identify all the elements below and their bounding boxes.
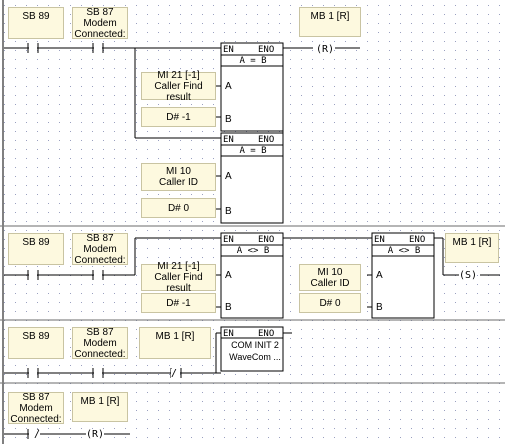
contact-sb89[interactable]: SB 89 [8,7,64,39]
operand-constant-minus1[interactable]: D# -1 [141,293,216,313]
contact-sb87-modem-connected[interactable]: SB 87 Modem Connected: [72,6,128,40]
fb-eno-label: ENO [258,329,275,339]
contact-label: MB 1 [R] [155,331,195,342]
operand-label: MI 21 [-1] [157,261,200,272]
compare-block-not-equal[interactable] [371,232,435,319]
operand-constant-minus1[interactable]: D# -1 [141,107,216,127]
contact-label: Connected: [74,254,126,266]
contact-sb89[interactable]: SB 89 [8,233,64,265]
compare-block-equal[interactable] [220,42,284,132]
fb-en-label: EN [223,235,234,245]
nc-contact-slash-icon: / [34,429,41,440]
fb-pin-a: A [225,81,232,92]
fb-pin-b: B [225,302,232,313]
operand-label: D# -1 [166,111,191,123]
contact-sb89[interactable]: SB 89 [8,327,64,359]
contact-label: Connected: [74,348,126,360]
fb-pin-a: A [376,270,383,281]
operand-label: Caller ID [159,177,198,188]
contact-label: Connected: [74,28,126,40]
fb-eno-label: ENO [409,235,426,245]
fb-en-label: EN [223,329,234,339]
contact-mb1[interactable]: MB 1 [R] [139,327,211,359]
coil-mb1[interactable]: MB 1 [R] [299,7,361,37]
operand-label: Caller Find result [154,272,203,294]
fb-operator: A = B [239,146,267,156]
contact-label: SB 89 [22,11,50,22]
coil-label: MB 1 [R] [452,237,492,248]
contact-label: SB 87 [22,391,50,403]
coil-mb1[interactable]: MB 1 [R] [445,233,499,263]
set-coil-symbol[interactable]: (S) [459,270,478,281]
fb-pin-a: A [225,270,232,281]
fb-en-label: EN [223,45,234,55]
reset-coil-symbol[interactable]: (R) [316,44,335,55]
operand-mi10-caller-id[interactable]: MI 10 Caller ID [299,264,361,291]
contact-label: SB 89 [22,331,50,342]
operand-mi21-caller-find-result[interactable]: MI 21 [-1] Caller Find result [141,69,216,103]
fb-com-init-title: COM INIT 2 [231,340,279,350]
fb-com-init-subtitle: WaveCom ... [229,352,281,362]
contact-label: Connected: [10,413,62,425]
compare-block-equal[interactable] [220,132,284,224]
fb-eno-label: ENO [258,45,275,55]
fb-eno-label: ENO [258,235,275,245]
fb-operator: A <> B [236,246,270,256]
contact-sb87-modem-connected[interactable]: SB 87 Modem Connected: [8,391,64,425]
fb-pin-b: B [376,302,383,313]
fb-operator: A <> B [387,246,421,256]
contact-label: SB 87 [86,6,114,18]
operand-label: MI 10 [165,166,191,177]
reset-coil-symbol[interactable]: (R) [86,429,105,440]
fb-en-label: EN [223,135,234,145]
operand-label: Caller Find result [154,80,203,103]
contact-sb87-modem-connected[interactable]: SB 87 Modem Connected: [72,232,128,266]
coil-label: MB 1 [R] [310,11,350,22]
compare-block-not-equal[interactable] [220,232,284,319]
contact-label: Modem [83,243,117,255]
nc-contact-slash-icon: / [171,368,178,379]
operand-label: D# 0 [167,202,190,214]
fb-en-label: EN [374,235,385,245]
operand-constant-0[interactable]: D# 0 [141,198,216,218]
fb-pin-b: B [225,206,232,217]
com-init-block[interactable] [220,326,284,372]
contact-label: Modem [83,337,117,349]
operand-label: D# -1 [166,297,191,309]
operand-mi10-caller-id[interactable]: MI 10 Caller ID [141,163,216,191]
operand-label: Caller ID [310,277,350,289]
contact-label: Modem [83,17,117,29]
operand-mi21-caller-find-result[interactable]: MI 21 [-1] Caller Find result [141,261,216,294]
fb-pin-b: B [225,114,232,125]
contact-label: SB 87 [86,326,114,338]
contact-label: SB 87 [86,232,114,244]
fb-eno-label: ENO [258,135,275,145]
fb-operator: A = B [239,56,267,66]
coil-label: MB 1 [R] [80,396,120,407]
operand-label: MI 10 [317,266,343,278]
coil-mb1[interactable]: MB 1 [R] [72,392,128,422]
operand-constant-0[interactable]: D# 0 [299,293,361,313]
operand-label: D# 0 [319,297,341,309]
contact-sb87-modem-connected[interactable]: SB 87 Modem Connected: [72,326,128,360]
contact-label: Modem [19,402,53,414]
fb-pin-a: A [225,171,232,182]
contact-label: SB 89 [22,237,50,248]
operand-label: MI 21 [-1] [157,69,200,81]
